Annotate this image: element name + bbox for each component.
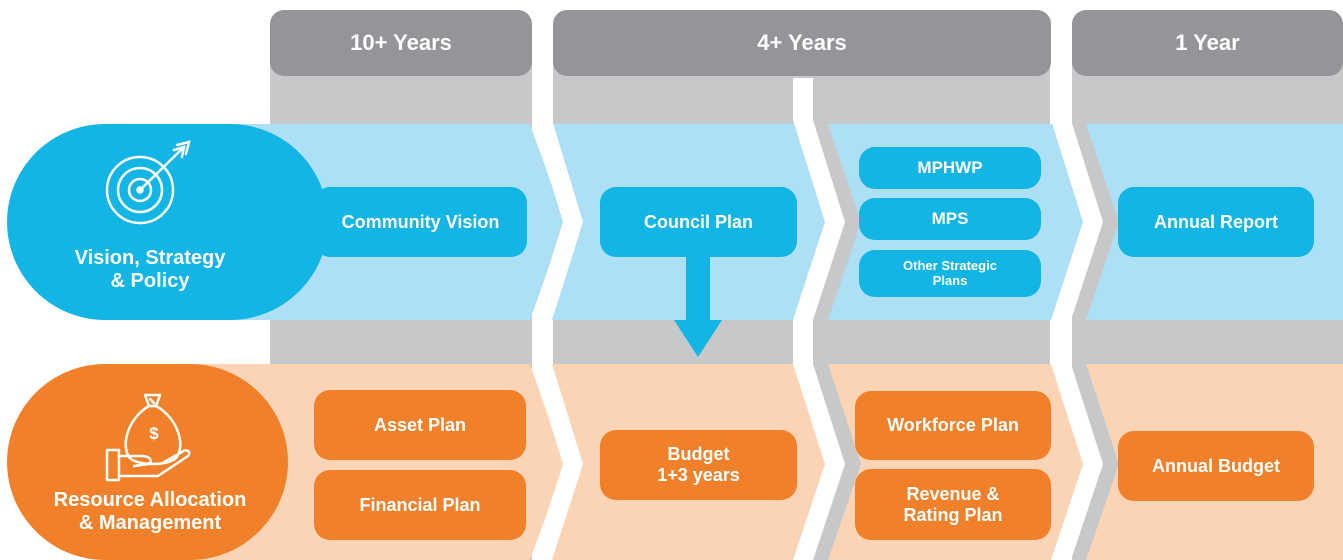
revenue-rating-plan-box: Revenue & Rating Plan — [855, 469, 1051, 540]
revenue-label-line2: Rating Plan — [903, 504, 1003, 525]
council-plan-box: Council Plan — [600, 187, 797, 257]
mps-label: MPS — [931, 209, 969, 229]
vision-row-label-line1: Vision, Strategy — [74, 247, 226, 269]
resource-row-label-line1: Resource Allocation — [53, 489, 247, 511]
other-strategic-label-line2: Plans — [932, 272, 968, 288]
money-bag-hand-icon — [105, 393, 191, 482]
financial-plan-label: Financial Plan — [359, 494, 481, 515]
budget-label-line2: 1+3 years — [657, 465, 740, 485]
mphwp-box: MPHWP — [859, 147, 1041, 189]
asset-plan-label: Asset Plan — [373, 414, 467, 435]
budget-label-line1: Budget — [667, 444, 730, 465]
council-plan-label: Council Plan — [643, 211, 753, 232]
vision-row-label-line2: & Policy — [110, 270, 190, 292]
revenue-label-line1: Revenue & — [906, 483, 1000, 504]
down-arrow-head — [674, 320, 722, 357]
header-tab-10-years — [270, 10, 532, 76]
chevron-separator — [532, 88, 583, 560]
money-symbol: $ — [149, 424, 159, 443]
header-4-years: 4+ Years — [757, 30, 847, 55]
header-tab-4-years — [553, 10, 1051, 76]
other-strategic-label-line1: Other Strategic — [903, 257, 997, 273]
mps-box: MPS — [859, 198, 1041, 240]
workforce-plan-label: Workforce Plan — [887, 415, 1019, 436]
resource-row-label-line2: & Management — [78, 512, 222, 534]
resource-row-label: Resource Allocation & Management — [18, 489, 282, 535]
target-arrow-icon — [105, 140, 191, 225]
resource-row-pill — [7, 364, 288, 560]
header-10-years: 10+ Years — [350, 30, 452, 55]
vision-row-pill — [7, 124, 328, 320]
asset-plan-box: Asset Plan — [314, 390, 526, 460]
chevron-separator — [793, 78, 845, 560]
annual-report-label: Annual Report — [1154, 211, 1278, 232]
header-tab-1-year — [1072, 10, 1343, 76]
chevron-separator — [1051, 0, 1103, 560]
mphwp-label: MPHWP — [917, 158, 983, 178]
workforce-plan-box: Workforce Plan — [855, 391, 1051, 460]
community-vision-label: Community Vision — [341, 211, 500, 232]
annual-report-box: Annual Report — [1118, 187, 1314, 257]
vision-row-label: Vision, Strategy & Policy — [30, 247, 270, 293]
financial-plan-box: Financial Plan — [314, 470, 526, 540]
other-strategic-plans-box: Other Strategic Plans — [859, 250, 1041, 297]
header-1-year: 1 Year — [1175, 30, 1240, 55]
annual-budget-label: Annual Budget — [1152, 455, 1280, 476]
down-arrow-shaft — [686, 254, 710, 324]
budget-box: Budget 1+3 years — [600, 430, 797, 500]
community-vision-box: Community Vision — [314, 187, 527, 257]
annual-budget-box: Annual Budget — [1118, 431, 1314, 501]
